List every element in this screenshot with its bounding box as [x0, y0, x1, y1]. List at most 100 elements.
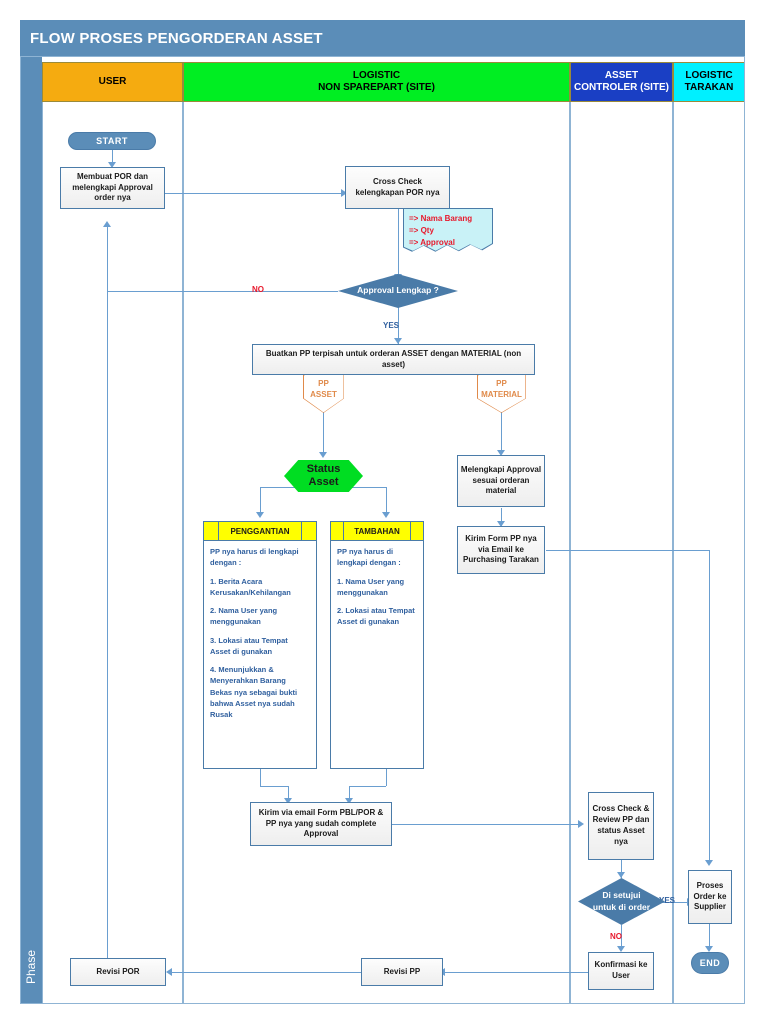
tag-pp-material-line-2: MATERIAL: [481, 390, 522, 399]
lane-header-logistic: LOGISTIC NON SPAREPART (SITE): [183, 62, 570, 102]
decision-disetujui-untuk-di-order[interactable]: Di setujui untuk di order: [578, 878, 665, 925]
detail-card-penggantian[interactable]: PENGGANTIAN PP nya harus di lengkapi den…: [203, 521, 317, 769]
tag-pp-asset-line-1: PP: [318, 379, 329, 389]
connector-tambahan-v2: [349, 786, 350, 800]
detail-card-penggantian-title: PENGGANTIAN: [230, 526, 290, 536]
penggantian-item-3: 3. Lokasi atau Tempat Asset di gunakan: [210, 635, 288, 656]
decision-status-asset[interactable]: Status Asset: [284, 460, 363, 492]
decision-approval-lengkap-label: Approval Lengkap ?: [357, 285, 439, 296]
lane-header-logistic-label-1: LOGISTIC: [352, 69, 401, 81]
process-revisi-pp-label: Revisi PP: [383, 966, 421, 976]
arrowhead-statusasset-to-tambahan: [382, 512, 390, 518]
start-terminator[interactable]: START: [68, 132, 156, 150]
connector-kirimformpp-h: [546, 550, 709, 551]
lane-header-asset-controler-label-1: ASSET: [604, 69, 639, 81]
connector-disetujui-no: [621, 925, 622, 950]
arrowhead-tambahan-to-kirimemail: [345, 798, 353, 804]
lane-header-logistic-tarakan-label-1: LOGISTIC: [685, 69, 733, 81]
connector-no-horizontal: [107, 291, 338, 292]
process-konfirmasi-ke-user[interactable]: Konfirmasi ke User: [588, 952, 654, 990]
tag-pp-material: PP MATERIAL: [477, 375, 526, 413]
arrowhead-yes-to-buatkanpp: [394, 338, 402, 344]
connector-ppasset-to-statusasset: [323, 412, 324, 454]
process-melengkapi-approval[interactable]: Melengkapi Approval sesuai orderan mater…: [457, 455, 545, 507]
connector-statusasset-right-v: [386, 487, 387, 514]
detail-card-tambahan-title: TAMBAHAN: [354, 526, 400, 536]
connector-penggantian-h: [260, 786, 288, 787]
arrowhead-revisipp-to-revisipor: [166, 968, 172, 976]
decision-disetujui-text: Di setujui untuk di order: [587, 890, 656, 913]
process-cross-check-review-label: Cross Check & Review PP dan status Asset…: [592, 804, 650, 846]
end-terminator[interactable]: END: [691, 952, 729, 974]
card-head-tick-left: [343, 522, 344, 540]
connector-crosscheck-to-diamond: [398, 208, 399, 276]
decision-status-asset-line-2: Asset: [308, 476, 339, 488]
process-cross-check-por[interactable]: Cross Check kelengkapan POR nya: [345, 166, 450, 209]
tag-pp-material-line-1: PP: [496, 379, 507, 389]
page-title: FLOW PROSES PENGORDERAN ASSET: [30, 29, 323, 47]
detail-card-tambahan-body: PP nya harus di lengkapi dengan : 1. Nam…: [331, 541, 423, 768]
process-revisi-por[interactable]: Revisi POR: [70, 958, 166, 986]
connector-penggantian-down: [260, 769, 261, 786]
arrowhead-crosscheckreview-to-disetujui: [617, 872, 625, 878]
lane-body-logistic: [183, 102, 570, 1004]
process-cross-check-review[interactable]: Cross Check & Review PP dan status Asset…: [588, 792, 654, 860]
lane-body-asset-controler: [570, 102, 673, 1004]
tag-pp-asset-line-2: ASSET: [310, 390, 337, 399]
connector-konfirmasi-to-revisipp: [443, 972, 588, 973]
tambahan-item-1: 1. Nama User yang menggunakan: [337, 576, 405, 597]
phase-label-container: Phase: [20, 930, 42, 1004]
tag-pp-asset-text: PP ASSET: [310, 379, 337, 409]
process-revisi-pp[interactable]: Revisi PP: [361, 958, 443, 986]
card-head-tick-right: [410, 522, 411, 540]
process-konfirmasi-ke-user-label: Konfirmasi ke User: [594, 960, 648, 980]
card-head-tick-left: [218, 522, 219, 540]
connector-tambahan-down: [386, 769, 387, 786]
penggantian-item-1: 1. Berita Acara Kerusakan/Kehilangan: [210, 576, 291, 597]
phase-label: Phase: [24, 949, 38, 985]
phase-sidebar: [20, 56, 42, 1004]
connector-kirimformpp-v: [709, 550, 710, 862]
connector-revisipp-to-revisipor: [170, 972, 361, 973]
lane-header-logistic-tarakan: LOGISTIC TARAKAN: [673, 62, 745, 102]
arrowhead-ppmaterial-to-melengkapi: [497, 450, 505, 456]
edge-label-no-order: NO: [610, 932, 622, 941]
tag-pp-material-text: PP MATERIAL: [481, 379, 522, 409]
penggantian-item-4: 4. Menunjukkan & Menyerahkan Barang Beka…: [210, 665, 298, 719]
connector-statusasset-right-h: [323, 487, 386, 488]
connector-membuatpor-to-crosscheck: [165, 193, 343, 194]
detail-card-penggantian-header: PENGGANTIAN: [204, 522, 316, 541]
arrowhead-kirimemail-to-crosscheckreview: [578, 820, 584, 828]
connector-tambahan-h: [349, 786, 386, 787]
lane-header-logistic-tarakan-label-2: TARAKAN: [684, 82, 734, 93]
lane-body-user: [42, 102, 183, 1004]
note-line-3: => Approval: [409, 238, 455, 247]
note-line-2: => Qty: [409, 226, 434, 235]
connector-revisipor-to-membuatpor-v: [107, 225, 108, 962]
end-label: END: [699, 957, 721, 968]
decision-disetujui-line-2: untuk di order: [592, 901, 651, 912]
lane-header-logistic-label-2: NON SPAREPART (SITE): [318, 82, 435, 93]
connector-statusasset-left-h: [260, 487, 323, 488]
process-melengkapi-approval-label: Melengkapi Approval sesuai orderan mater…: [460, 464, 542, 496]
decision-approval-lengkap[interactable]: Approval Lengkap ?: [338, 274, 458, 308]
detail-card-tambahan[interactable]: TAMBAHAN PP nya harus di lengkapi dengan…: [330, 521, 424, 769]
connector-melengkapi-to-kirimformpp: [501, 508, 502, 526]
arrowhead-membuatpor-to-crosscheck: [341, 189, 347, 197]
connector-prosesorder-to-end: [709, 924, 710, 950]
process-kirim-form-pp[interactable]: Kirim Form PP nya via Email ke Purchasin…: [457, 526, 545, 574]
edge-label-yes-order: YES: [659, 896, 676, 905]
process-buatkan-pp[interactable]: Buatkan PP terpisah untuk orderan ASSET …: [252, 344, 535, 375]
process-membuat-por-label: Membuat POR dan melengkapi Approval orde…: [72, 171, 153, 203]
lane-header-asset-controler: ASSET CONTROLER (SITE): [570, 62, 673, 102]
process-buatkan-pp-label: Buatkan PP terpisah untuk orderan ASSET …: [265, 348, 522, 369]
penggantian-item-2: 2. Nama User yang menggunakan: [210, 606, 278, 627]
process-proses-order-supplier[interactable]: Proses Order ke Supplier: [688, 870, 732, 924]
detail-card-tambahan-header: TAMBAHAN: [331, 522, 423, 541]
arrowhead-start-to-membuatpor: [108, 162, 116, 168]
edge-label-no-approval: NO: [252, 285, 264, 294]
process-kirim-via-email[interactable]: Kirim via email Form PBL/POR & PP nya ya…: [250, 802, 392, 846]
connector-start-to-membuatpor: [112, 150, 113, 164]
process-membuat-por[interactable]: Membuat POR dan melengkapi Approval orde…: [60, 167, 165, 209]
